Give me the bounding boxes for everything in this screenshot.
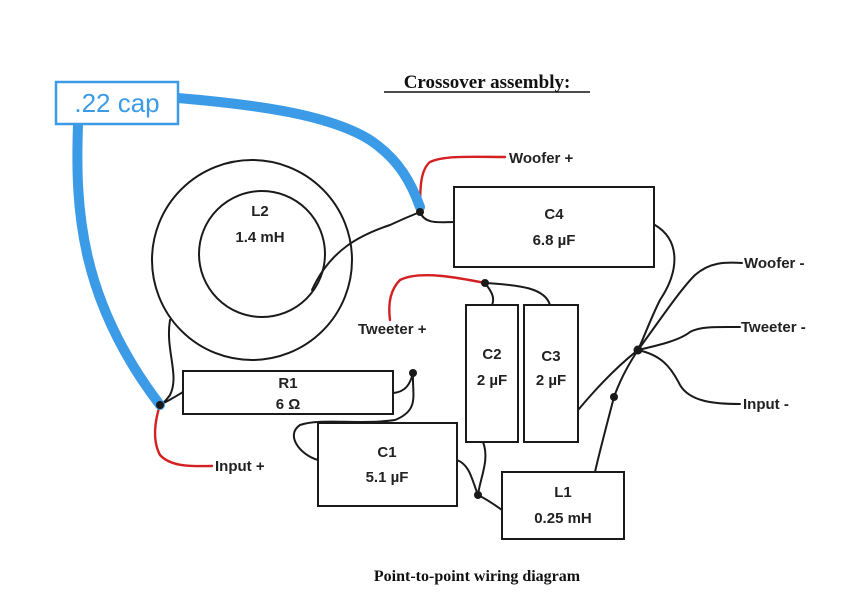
terminal-tweeter-minus: Tweeter -: [741, 319, 806, 336]
cap-label: .22 cap: [74, 88, 159, 118]
c1-name: C1: [377, 444, 396, 461]
r1-value: 6 Ω: [276, 396, 301, 413]
l2-value: 1.4 mH: [235, 229, 284, 246]
cap-label-box: .22 cap: [54, 80, 180, 126]
diagram-caption: Point-to-point wiring diagram: [374, 568, 581, 585]
capacitor-c1: C1 5.1 µF: [317, 422, 458, 507]
inductor-l2: L2 1.4 mH: [151, 159, 353, 361]
capacitor-c2: C2 2 µF: [465, 304, 519, 443]
terminal-tweeter-plus: Tweeter +: [358, 321, 427, 338]
r1-name: R1: [278, 375, 297, 392]
junction-dots: [156, 208, 643, 499]
l2-name: L2: [251, 203, 269, 220]
c2-value: 2 µF: [477, 372, 507, 389]
positive-leads: [153, 155, 507, 468]
c4-name: C4: [544, 206, 564, 223]
l1-name: L1: [554, 484, 572, 501]
capacitor-c3: C3 2 µF: [523, 304, 579, 443]
terminal-woofer-minus: Woofer -: [744, 255, 805, 272]
l1-value: 0.25 mH: [534, 510, 592, 527]
c4-value: 6.8 µF: [533, 232, 576, 249]
c1-value: 5.1 µF: [366, 469, 409, 486]
added-cap-wires: [72, 93, 425, 410]
c2-name: C2: [482, 346, 501, 363]
resistor-r1: R1 6 Ω: [182, 370, 394, 415]
terminal-woofer-plus: Woofer +: [509, 150, 574, 167]
inductor-l1: L1 0.25 mH: [501, 471, 625, 540]
c3-value: 2 µF: [536, 372, 566, 389]
terminal-input-plus: Input +: [215, 458, 265, 475]
c3-name: C3: [541, 348, 560, 365]
capacitor-c4: C4 6.8 µF: [453, 186, 655, 268]
diagram-title: Crossover assembly:: [404, 72, 571, 93]
terminal-input-minus: Input -: [743, 396, 789, 413]
